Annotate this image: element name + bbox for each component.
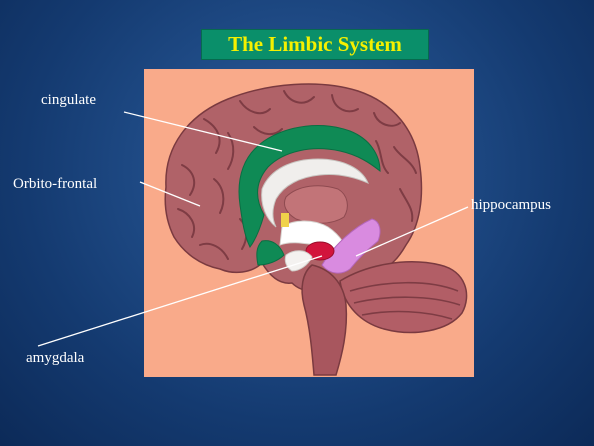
- mammillary-marker: [281, 213, 289, 227]
- label-orbito-frontal: Orbito-frontal: [13, 177, 97, 192]
- brain-illustration-icon: [144, 69, 474, 377]
- label-amygdala: amygdala: [26, 351, 84, 366]
- title-box: The Limbic System: [201, 29, 429, 60]
- label-hippocampus: hippocampus: [471, 198, 551, 213]
- brain-figure: [144, 69, 474, 377]
- thalamus: [284, 186, 347, 224]
- label-cingulate: cingulate: [41, 93, 96, 108]
- slide-title: The Limbic System: [228, 32, 402, 57]
